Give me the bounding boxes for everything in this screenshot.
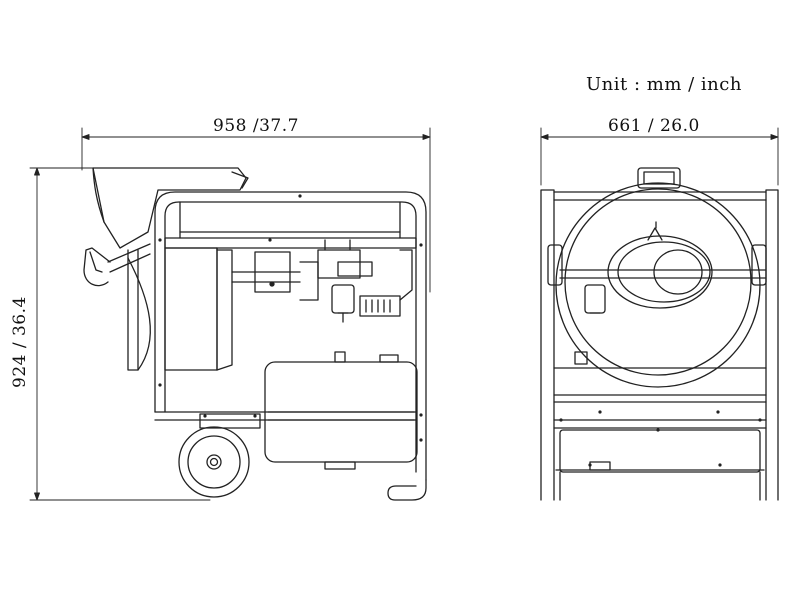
hook-handle bbox=[84, 248, 110, 286]
unit-label: Unit : mm / inch bbox=[586, 74, 742, 95]
top-handle bbox=[638, 168, 680, 188]
dimension-lines bbox=[30, 128, 778, 500]
tank-front bbox=[560, 430, 760, 472]
intake-hood bbox=[93, 168, 246, 248]
main-frame bbox=[155, 192, 426, 480]
side-fasteners bbox=[158, 194, 423, 442]
depth-dimension-label: 661 / 26.0 bbox=[608, 116, 700, 136]
front-fasteners bbox=[559, 410, 762, 467]
rear-housing bbox=[128, 250, 138, 370]
front-view bbox=[541, 168, 778, 500]
front-frame bbox=[541, 190, 554, 500]
width-dimension-label: 958 /37.7 bbox=[213, 116, 299, 136]
side-view bbox=[84, 168, 426, 500]
rear-foot bbox=[388, 480, 426, 500]
motor-housing bbox=[165, 248, 217, 370]
wheel bbox=[179, 427, 249, 497]
